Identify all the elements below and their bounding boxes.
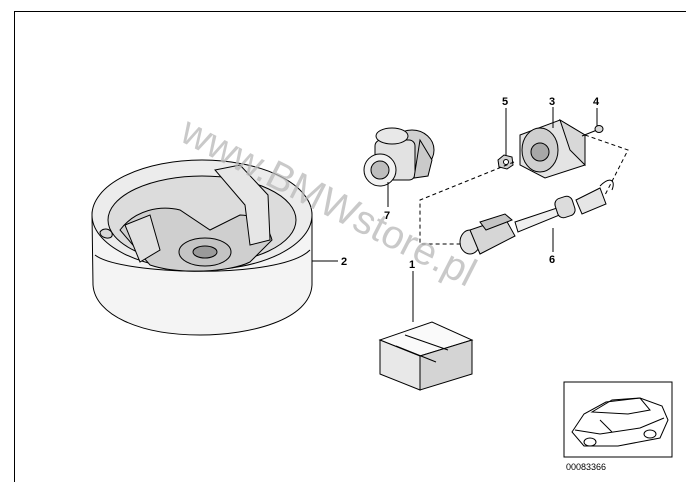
- callout-5[interactable]: 5: [502, 96, 508, 108]
- callout-6[interactable]: 6: [549, 254, 555, 266]
- diagram-code: 00083366: [566, 462, 606, 472]
- callout-2[interactable]: 2: [341, 256, 347, 268]
- box-illustration[interactable]: [378, 321, 474, 391]
- callout-1[interactable]: 1: [409, 259, 415, 271]
- screw-illustration[interactable]: [581, 125, 604, 137]
- callout-4[interactable]: 4: [593, 96, 600, 108]
- nut-illustration[interactable]: [497, 154, 514, 170]
- diagram-frame: [14, 11, 686, 482]
- callout-7[interactable]: 7: [384, 210, 390, 222]
- spare-wheel-tray-illustration[interactable]: [91, 159, 313, 336]
- callout-3[interactable]: 3: [549, 96, 555, 108]
- adapter-cable-illustration[interactable]: [459, 179, 614, 255]
- plug-adapter-illustration[interactable]: [363, 127, 435, 187]
- socket-housing-illustration[interactable]: [519, 118, 586, 179]
- vehicle-thumbnail[interactable]: [563, 381, 673, 458]
